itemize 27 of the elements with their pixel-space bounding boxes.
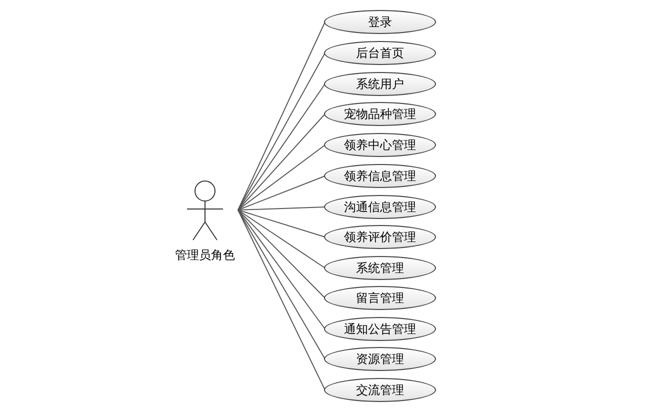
association-line	[238, 210, 326, 390]
association-line	[238, 52, 326, 210]
association-line	[238, 176, 326, 210]
association-line	[238, 206, 326, 210]
use-case-ellipse: 领养中心管理	[324, 133, 436, 157]
association-line	[238, 22, 326, 210]
association-line	[238, 210, 326, 298]
association-line	[238, 84, 326, 210]
actor-label: 管理员角色	[174, 247, 236, 264]
association-line	[238, 210, 326, 268]
use-case-ellipse: 系统用户	[324, 72, 436, 96]
use-case-ellipse: 系统管理	[324, 256, 436, 280]
use-case-ellipse: 留言管理	[324, 286, 436, 310]
association-line	[238, 210, 326, 330]
use-case-ellipse: 登录	[324, 10, 436, 34]
association-line	[238, 114, 326, 210]
use-case-ellipse: 沟通信息管理	[324, 195, 436, 219]
use-case-ellipse: 领养评价管理	[324, 225, 436, 249]
use-case-ellipse: 宠物品种管理	[324, 102, 436, 126]
use-case-ellipse: 领养信息管理	[324, 164, 436, 188]
association-line	[238, 210, 326, 238]
use-case-ellipse: 通知公告管理	[324, 317, 436, 341]
use-case-ellipse: 资源管理	[324, 347, 436, 371]
use-case-ellipse: 交流管理	[324, 378, 436, 402]
association-line	[238, 210, 326, 360]
use-case-ellipse: 后台首页	[324, 41, 436, 65]
association-line	[238, 144, 326, 210]
